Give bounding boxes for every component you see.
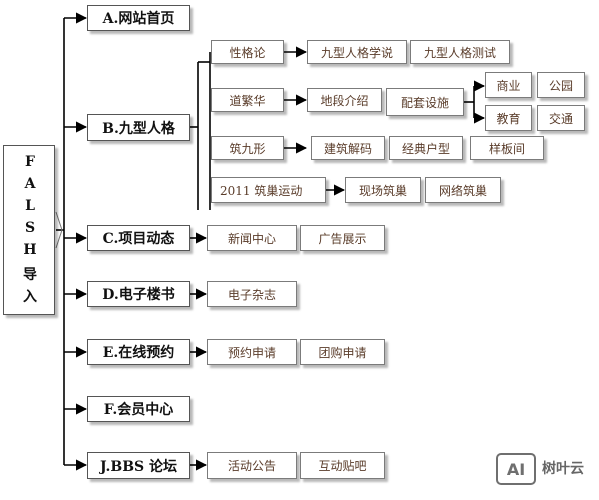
flash-char: 导: [23, 267, 37, 283]
node-zhujiuxing-child: 样板间: [470, 136, 544, 160]
node-e-booking: E.在线预约: [87, 339, 190, 365]
node-d-ebook: D.电子楼书: [87, 281, 190, 307]
flash-char: S: [24, 220, 36, 236]
flash-char: H: [23, 242, 37, 258]
node-e-child: 预约申请: [207, 339, 297, 365]
flash-char: 入: [23, 289, 37, 305]
node-e-child: 团购申请: [300, 339, 385, 365]
node-xingge: 性格论: [211, 40, 284, 64]
node-daofanhua: 道繁华: [211, 88, 284, 112]
node-j-child: 互动贴吧: [300, 452, 385, 479]
node-xingge-child: 九型人格测试: [410, 40, 510, 64]
node-peitao-child: 公园: [537, 72, 585, 98]
watermark-text: 树叶云: [542, 461, 584, 477]
node-zhuchao-child: 现场筑巢: [345, 177, 421, 203]
node-peitao: 配套设施: [386, 88, 464, 116]
node-zhuchao: 2011 筑巢运动: [211, 177, 326, 203]
node-c-child: 新闻中心: [207, 225, 297, 251]
node-zhuchao-child: 网络筑巢: [425, 177, 501, 203]
node-peitao-child: 交通: [537, 105, 585, 131]
node-j-child: 活动公告: [207, 452, 297, 479]
flash-char: L: [25, 198, 35, 214]
node-a-homepage: A.网站首页: [87, 5, 190, 31]
node-c-child: 广告展示: [300, 225, 385, 251]
node-zhujiuxing-child: 建筑解码: [311, 136, 385, 160]
flash-intro-node: F A L S H 导 入: [3, 145, 55, 315]
node-d-child: 电子杂志: [207, 281, 297, 307]
node-c-news: C.项目动态: [87, 225, 190, 251]
node-xingge-child: 九型人格学说: [307, 40, 407, 64]
node-zhujiuxing-child: 经典户型: [389, 136, 463, 160]
flash-char: A: [24, 176, 36, 192]
node-b-nine-types: B.九型人格: [87, 114, 190, 141]
node-peitao-child: 商业: [485, 72, 532, 98]
node-daofanhua-child: 地段介绍: [307, 88, 382, 112]
node-f-members: F.会员中心: [87, 396, 190, 422]
node-zhujiuxing: 筑九形: [211, 136, 284, 160]
watermark-logo-icon: AI: [496, 453, 536, 485]
node-j-bbs: J.BBS 论坛: [87, 452, 190, 479]
node-peitao-child: 教育: [485, 105, 532, 131]
flash-char: F: [25, 154, 35, 170]
